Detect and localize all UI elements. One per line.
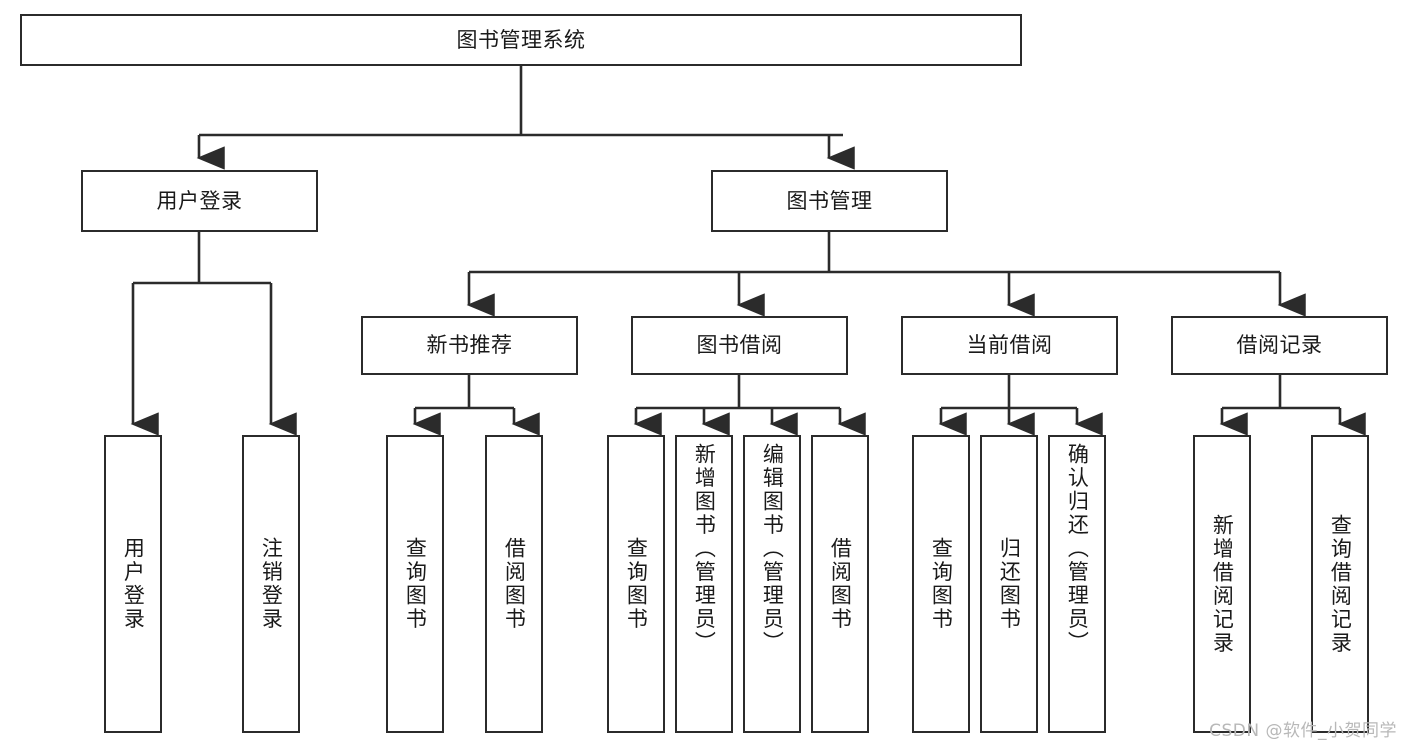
node-book-borrow[interactable]: 图书借阅 [631,316,848,375]
node-label: 注销登录 [259,537,284,631]
node-current-borrow[interactable]: 当前借阅 [901,316,1118,375]
leaf-borrow-book[interactable]: 借阅图书 [811,435,869,733]
node-root[interactable]: 图书管理系统 [20,14,1022,66]
node-label: 图书管理系统 [456,27,586,52]
node-label: 查询借阅记录 [1328,513,1353,655]
node-label: 当前借阅 [966,333,1053,358]
node-label: 借阅图书 [828,537,853,631]
node-label: 查询图书 [624,537,649,631]
node-user-login[interactable]: 用户登录 [81,170,318,232]
node-label: 归还图书 [997,537,1022,631]
node-label: 新增借阅记录 [1210,513,1235,655]
leaf-confirm-return-admin[interactable]: 确认归还（管理员） [1048,435,1106,733]
node-label: 借阅记录 [1236,333,1323,358]
leaf-add-borrow-record[interactable]: 新增借阅记录 [1193,435,1251,733]
node-label: 借阅图书 [502,537,527,631]
csdn-watermark: CSDN @软件_小贺同学 [1209,721,1397,741]
node-label: 图书管理 [786,188,873,213]
leaf-user-login[interactable]: 用户登录 [104,435,162,733]
leaf-search-book-recommend[interactable]: 查询图书 [386,435,444,733]
node-label: 编辑图书（管理员） [760,443,785,655]
leaf-search-borrow-record[interactable]: 查询借阅记录 [1311,435,1369,733]
node-label: 查询图书 [403,537,428,631]
node-borrow-record[interactable]: 借阅记录 [1171,316,1388,375]
node-label: 用户登录 [121,537,146,631]
node-book-management[interactable]: 图书管理 [711,170,948,232]
leaf-search-book-borrow[interactable]: 查询图书 [607,435,665,733]
node-label: 查询图书 [929,537,954,631]
node-label: 用户登录 [156,188,243,213]
node-new-book-recommend[interactable]: 新书推荐 [361,316,578,375]
node-label: 新增图书（管理员） [692,443,717,655]
leaf-edit-book-admin[interactable]: 编辑图书（管理员） [743,435,801,733]
leaf-search-book-current[interactable]: 查询图书 [912,435,970,733]
node-label: 确认归还（管理员） [1065,443,1090,655]
leaf-return-book[interactable]: 归还图书 [980,435,1038,733]
leaf-add-book-admin[interactable]: 新增图书（管理员） [675,435,733,733]
node-label: 图书借阅 [696,333,783,358]
leaf-borrow-book-recommend[interactable]: 借阅图书 [485,435,543,733]
node-label: 新书推荐 [426,333,513,358]
leaf-user-logout[interactable]: 注销登录 [242,435,300,733]
